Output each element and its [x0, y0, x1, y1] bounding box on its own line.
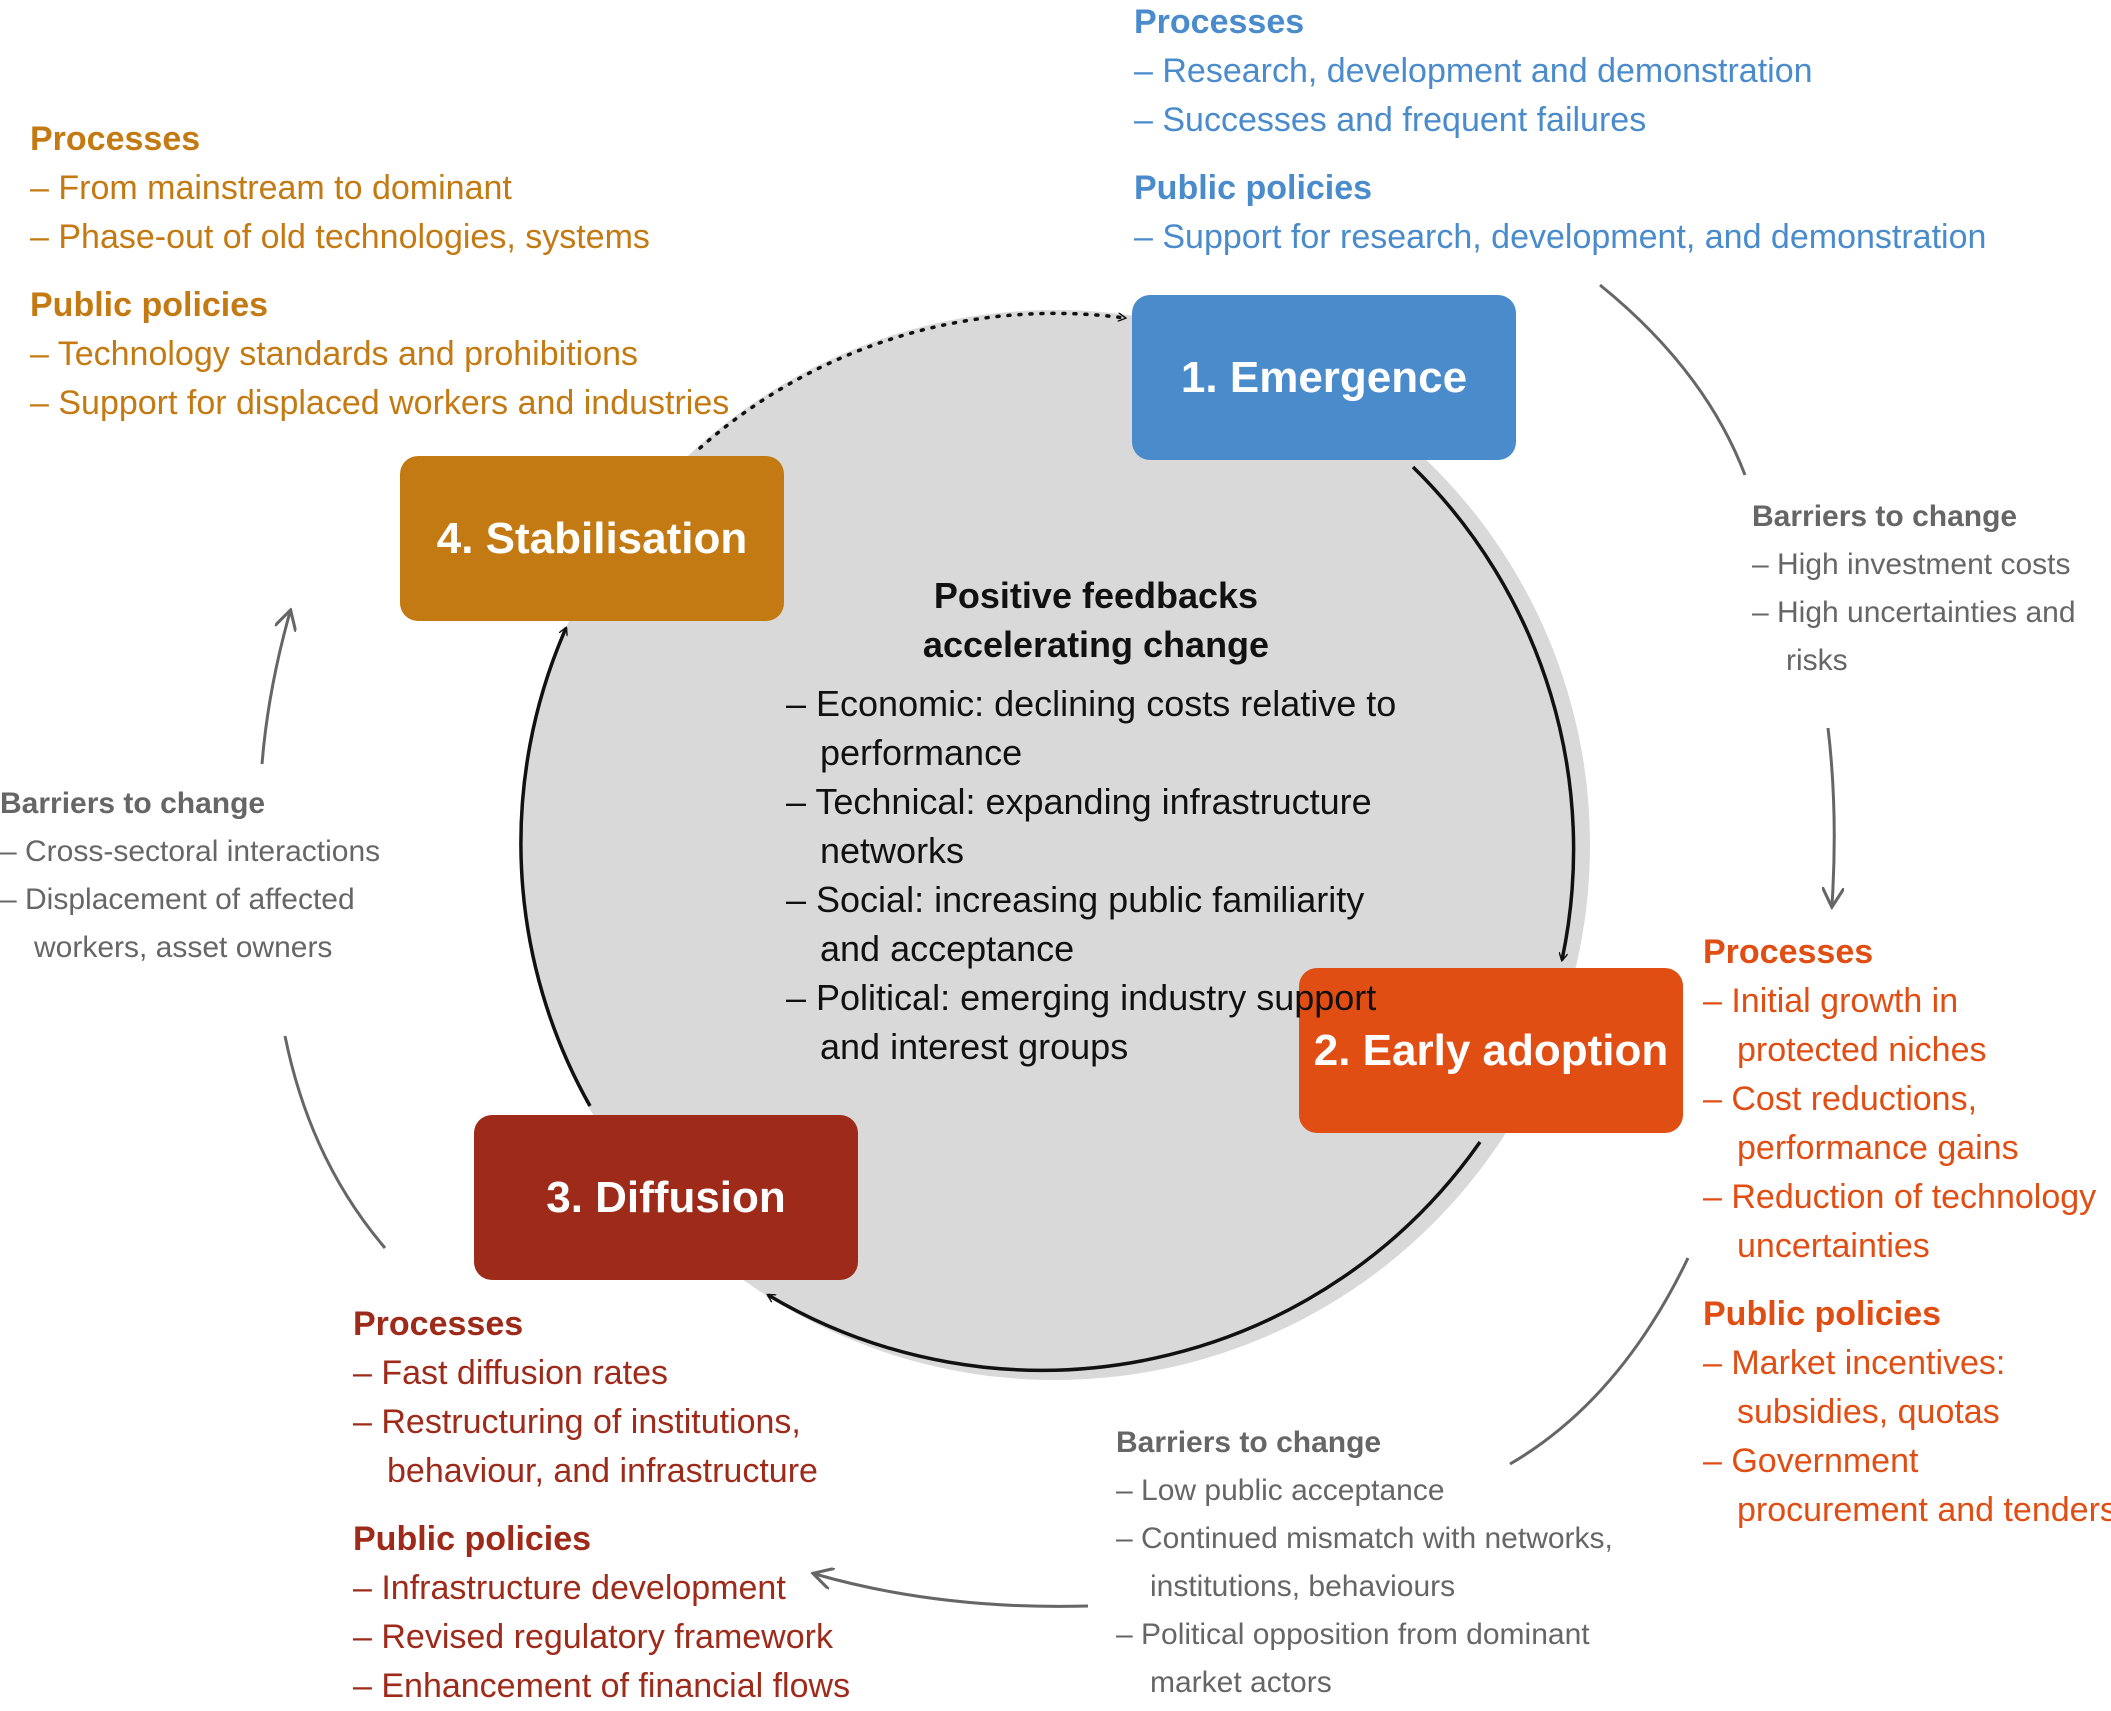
stage-stabilisation: 4. Stabilisation [400, 456, 784, 621]
center-item-social: – Social: increasing public familiarity … [786, 879, 1365, 969]
outer-arrow-emergence-to-early-adoption-head [1828, 727, 1834, 905]
diffusion-notes: Processes – Fast diffusion rates – Restr… [353, 1300, 850, 1711]
cycle-arrow-diffusion-to-stabilisation [519, 628, 592, 1107]
cycle-arrow-stabilisation-to-emergence [698, 311, 1125, 450]
early-adoption-processes-heading: Processes [1703, 933, 1874, 971]
stage-emergence-label: 1. Emergence [1180, 352, 1468, 402]
stabilisation-processes-heading: Processes [30, 120, 201, 158]
early-adoption-process-item: – Cost reductions, performance gains [1703, 1080, 2019, 1167]
cycle-arrow-emergence-to-early-adoption [1411, 465, 1576, 960]
diffusion-policies-heading: Public policies [353, 1520, 592, 1558]
center-item-economic: – Economic: declining costs relative to … [786, 683, 1397, 773]
early-adoption-process-item: – Reduction of technology uncertainties [1703, 1178, 2097, 1265]
diffusion-process-item: – Fast diffusion rates [353, 1354, 668, 1392]
barriers-right-item: – High investment costs [1752, 548, 2071, 581]
stabilisation-policies-heading: Public policies [30, 286, 269, 324]
barriers-bottom-heading: Barriers to change [1116, 1426, 1382, 1459]
early-adoption-process-item: – Initial growth in protected niches [1703, 982, 1987, 1069]
barriers-left-item: – Displacement of affected workers, asse… [0, 883, 355, 964]
emergence-process-item: – Research, development and demonstratio… [1134, 52, 1813, 90]
stage-diffusion-label: 3. Diffusion [546, 1172, 786, 1222]
diffusion-process-item: – Restructuring of institutions, behavio… [353, 1403, 818, 1490]
stage-stabilisation-label: 4. Stabilisation [436, 513, 748, 563]
barriers-right-heading: Barriers to change [1752, 500, 2018, 533]
stabilisation-process-item: – From mainstream to dominant [30, 169, 512, 207]
barriers-bottom-item: – Low public acceptance [1116, 1474, 1445, 1507]
stabilisation-policy-item: – Technology standards and prohibitions [30, 335, 639, 373]
stabilisation-process-item: – Phase-out of old technologies, systems [30, 218, 650, 256]
center-item-technical: – Technical: expanding infrastructure ne… [786, 781, 1372, 871]
early-adoption-notes: Processes – Initial growth in protected … [1703, 928, 2111, 1535]
stage-diffusion: 3. Diffusion [474, 1115, 858, 1280]
barriers-right: Barriers to change – High investment cos… [1752, 493, 2076, 685]
outer-arrow-early-adoption-to-diffusion [1509, 1257, 1690, 1466]
emergence-processes-heading: Processes [1134, 3, 1305, 41]
diffusion-policy-item: – Revised regulatory framework [353, 1618, 833, 1656]
stage-early-adoption-label: 2. Early adoption [1313, 1025, 1669, 1075]
emergence-policy-item: – Support for research, development, and… [1134, 218, 1987, 256]
barriers-right-item: – High uncertainties and risks [1752, 596, 2076, 677]
center-title-line2: accelerating change [922, 624, 1270, 665]
barriers-left: Barriers to change – Cross-sectoral inte… [0, 780, 380, 972]
outer-arrow-emergence-to-early-adoption [1599, 283, 1747, 476]
early-adoption-policy-item: – Market incentives: subsidies, quotas [1703, 1344, 2006, 1431]
barriers-bottom-item: – Continued mismatch with networks, inst… [1116, 1522, 1613, 1603]
barriers-bottom-item: – Political opposition from dominant mar… [1116, 1618, 1590, 1699]
emergence-policies-heading: Public policies [1134, 169, 1373, 207]
early-adoption-policy-item: – Government procurement and tenders [1703, 1442, 2111, 1529]
center-feedbacks: Positive feedbacks accelerating change –… [786, 571, 1406, 1071]
barriers-left-heading: Barriers to change [0, 787, 266, 820]
diffusion-policy-item: – Enhancement of financial flows [353, 1667, 851, 1705]
early-adoption-policies-heading: Public policies [1703, 1295, 1942, 1333]
cycle-arrow-early-adoption-to-diffusion [768, 1140, 1482, 1373]
outer-arrow-diffusion-to-stabilisation [283, 1035, 387, 1249]
stabilisation-policy-item: – Support for displaced workers and indu… [30, 384, 730, 422]
stabilisation-notes: Processes – From mainstream to dominant … [30, 115, 729, 428]
outer-arrow-diffusion-to-stabilisation-head [260, 612, 290, 765]
emergence-notes: Processes – Research, development and de… [1134, 0, 1986, 262]
stage-emergence: 1. Emergence [1132, 295, 1516, 460]
stage-early-adoption: 2. Early adoption [1299, 968, 1683, 1133]
diffusion-processes-heading: Processes [353, 1305, 524, 1343]
diffusion-policy-item: – Infrastructure development [353, 1569, 786, 1607]
center-item-political: – Political: emerging industry support a… [786, 977, 1377, 1067]
center-title-line1: Positive feedbacks [933, 575, 1259, 616]
emergence-process-item: – Successes and frequent failures [1134, 101, 1647, 139]
barriers-bottom: Barriers to change – Low public acceptan… [1116, 1419, 1616, 1707]
outer-arrow-early-adoption-to-diffusion-head [815, 1574, 1089, 1608]
barriers-left-item: – Cross-sectoral interactions [0, 835, 381, 868]
